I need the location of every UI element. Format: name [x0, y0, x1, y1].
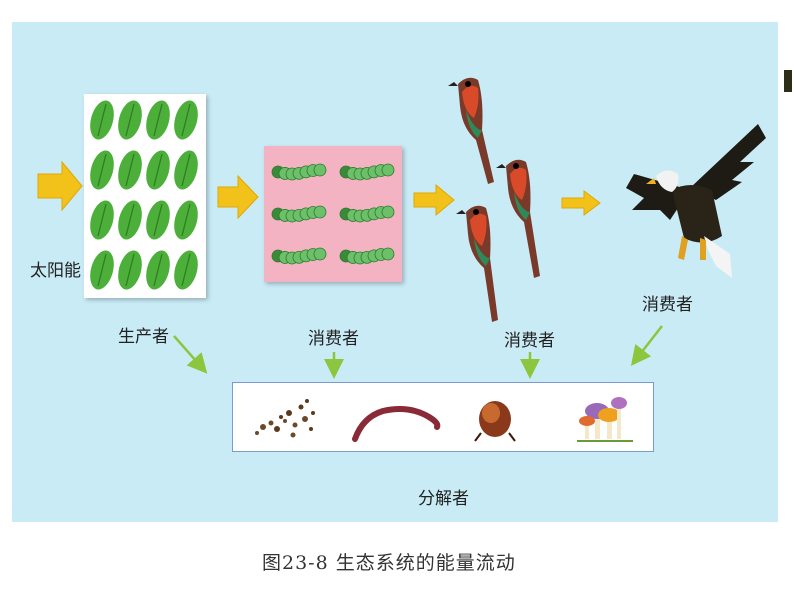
dung-icon	[255, 399, 315, 438]
decomposer-icons	[233, 383, 653, 451]
decomposer-box	[232, 382, 654, 452]
pointer-arrow-producer	[174, 336, 204, 370]
beetle-icon	[475, 401, 515, 441]
mushroom-icon	[577, 397, 633, 441]
earthworm-icon	[355, 409, 437, 439]
pointer-arrow-consumer-3	[634, 326, 662, 362]
decomposer-label: 分解者	[418, 484, 469, 509]
figure-caption: 图23-8 生态系统的能量流动	[262, 548, 516, 575]
